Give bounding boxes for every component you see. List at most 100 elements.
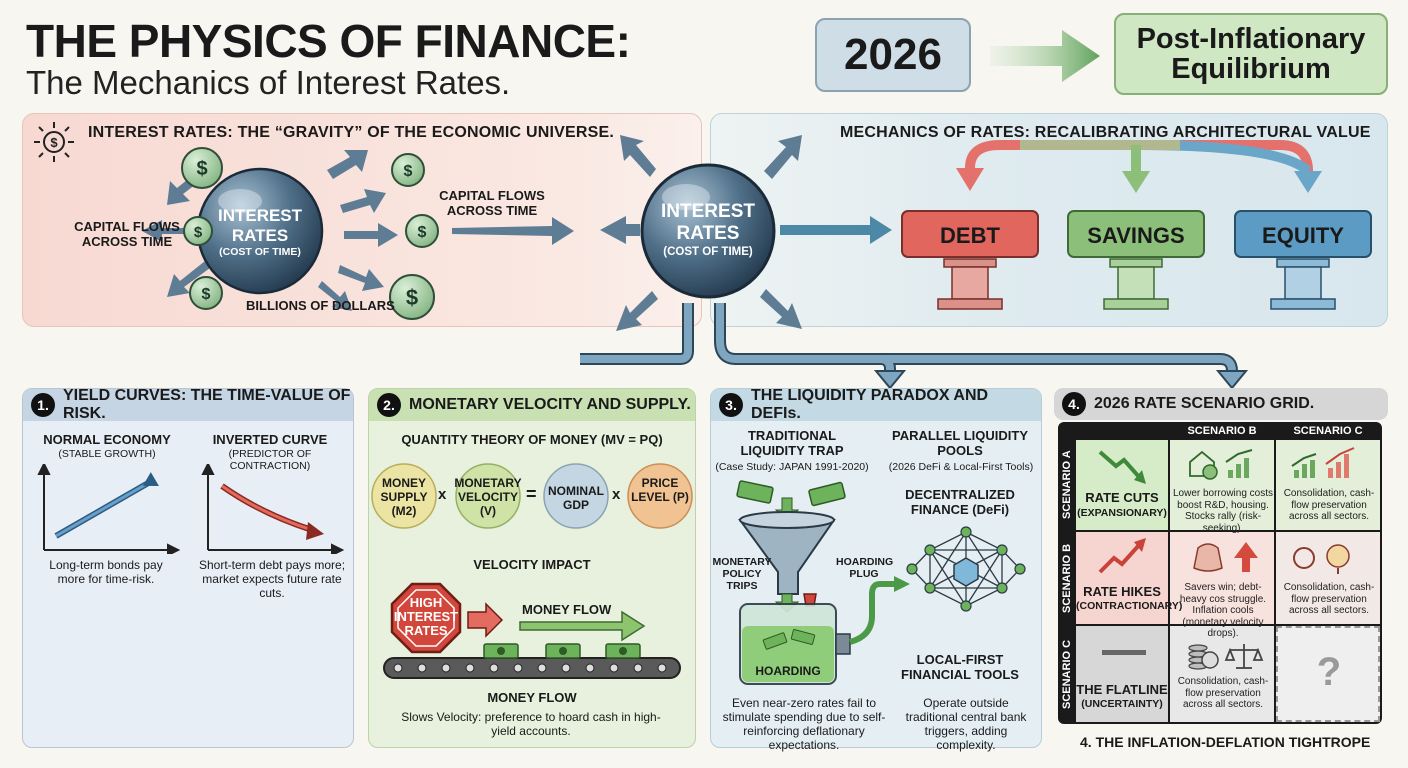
normal-economy-sub: (STABLE GROWTH): [58, 448, 156, 460]
liquidity-paradox-heading: THE LIQUIDITY PARADOX AND DEFIs.: [751, 387, 989, 422]
monetary-velocity-header: 2. MONETARY VELOCITY AND SUPPLY.: [369, 389, 695, 421]
inverted-curve-sub: (PREDICTOR OF CONTRACTION): [228, 448, 312, 472]
cell-rate-hikes: [1076, 532, 1168, 624]
transition-arrow-icon: [990, 30, 1100, 82]
scenario-grid-icons: [1098, 447, 1355, 670]
pools-title: PARALLEL LIQUIDITY POOLS: [891, 428, 1029, 458]
liquidity-paradox-header: 3. THE LIQUIDITY PARADOX AND DEFIs.: [711, 387, 1041, 422]
mechanics-diagram: INTEREST RATES (COST OF TIME) DEBT SAVIN…: [580, 135, 1372, 388]
velocity-conveyor-diagram: [383, 582, 681, 679]
equilibrium-box: Post-Inflationary Equilibrium: [1114, 13, 1388, 95]
op-equals: =: [526, 484, 537, 504]
normal-economy-title: NORMAL ECONOMY: [43, 432, 171, 447]
term-money-supply: MONEY SUPPLY (M2): [380, 476, 428, 518]
grid-caption: 4. THE INFLATION-DEFLATION TIGHTROPE: [1080, 734, 1371, 750]
mechanics-heading: MECHANICS OF RATES: RECALIBRATING ARCHIT…: [840, 124, 1371, 141]
svg-text:$: $: [194, 224, 203, 241]
rate-cuts-sub: (EXPANSIONARY): [1077, 507, 1167, 519]
gravity-bottom-label: BILLIONS OF DOLLARS: [246, 298, 395, 313]
pools-sub: (2026 DeFi & Local-First Tools): [888, 461, 1034, 473]
cell-b-b: [1170, 532, 1274, 624]
liquidity-paradox-section: 3. THE LIQUIDITY PARADOX AND DEFIs.: [710, 387, 1042, 748]
gravity-sphere-title-2: RATES: [232, 226, 288, 245]
flatline-sub: (UNCERTAINTY): [1081, 698, 1163, 710]
hoarding-plug-label: HOARDING PLUG: [836, 556, 894, 580]
gravity-heading: INTEREST RATES: THE “GRAVITY” OF THE ECO…: [88, 124, 614, 141]
rate-hikes-sub: (CONTRACTIONARY): [1076, 600, 1183, 612]
svg-text:$: $: [406, 285, 418, 310]
cell-a-b: [1170, 440, 1274, 530]
money-flow-bottom-label: MONEY FLOW: [487, 690, 577, 705]
term-nominal-gdp: NOMINAL GDP: [548, 484, 604, 512]
yield-curves-header: 1. YIELD CURVES: THE TIME-VALUE OF RISK.: [23, 387, 353, 422]
op-multiply-2: x: [612, 486, 621, 503]
velocity-impact-title: VELOCITY IMPACT: [473, 557, 591, 572]
flatline-title: THE FLATLINE: [1076, 682, 1168, 697]
term-price-level: PRICE LEVEL (P): [631, 476, 689, 504]
question-mark-icon: ?: [1316, 650, 1342, 694]
svg-text:$: $: [196, 158, 207, 180]
monetary-velocity-heading: MONETARY VELOCITY AND SUPPLY.: [409, 396, 691, 413]
gravity-sphere-title-1: INTEREST: [218, 206, 303, 225]
dollar-orbit-icon: $: [34, 122, 74, 162]
equation-title: QUANTITY THEORY OF MONEY (MV = PQ): [401, 432, 663, 447]
scenario-grid-heading: 2026 RATE SCENARIO GRID.: [1094, 395, 1315, 412]
pillar-equity-label: EQUITY: [1262, 223, 1344, 248]
page-subtitle: The Mechanics of Interest Rates.: [26, 64, 511, 101]
local-first-label: LOCAL-FIRST FINANCIAL TOOLS: [901, 652, 1019, 682]
section-number: 4.: [1062, 392, 1086, 416]
rate-cuts-title: RATE CUTS: [1085, 490, 1159, 505]
cell-b-c: [1276, 532, 1380, 624]
monetary-velocity-section: 2. MONETARY VELOCITY AND SUPPLY.: [368, 388, 696, 748]
rate-hikes-c: Consolidation, cash-flow preservation ac…: [1283, 582, 1375, 616]
normal-economy-desc: Long-term bonds pay more for time-risk.: [49, 558, 163, 586]
cell-a-c: [1276, 440, 1380, 530]
rate-hikes-b: Savers win; debt-heavy cos struggle. Inf…: [1179, 582, 1267, 639]
term-monetary-velocity: MONETARY VELOCITY (V): [454, 476, 522, 518]
yield-curves-heading: YIELD CURVES: THE TIME-VALUE OF RISK.: [63, 387, 351, 422]
trap-title: TRADITIONAL LIQUIDITY TRAP: [740, 428, 844, 458]
velocity-desc: Slows Velocity: preference to hoard cash…: [401, 710, 661, 738]
gravity-sphere-sub: (COST OF TIME): [219, 246, 301, 258]
gravity-right-label: CAPITAL FLOWS ACROSS TIME: [439, 188, 545, 218]
flatline-b: Consolidation, cash-flow preservation ac…: [1177, 676, 1269, 710]
equation-diagram: [371, 463, 693, 529]
center-sphere-title-1: INTEREST: [661, 201, 755, 222]
rate-cuts-b: Lower borrowing costs boost R&D, housing…: [1172, 488, 1274, 534]
gravity-left-label: CAPITAL FLOWS ACROSS TIME: [74, 219, 180, 249]
inverted-curve-desc: Short-term debt pays more; market expect…: [198, 558, 346, 600]
gravity-panel: [22, 113, 702, 327]
section-number: 3.: [719, 393, 743, 417]
gravity-diagram: INTEREST RATES (COST OF TIME) $ $ $ $ $ $: [142, 147, 574, 320]
svg-text:$: $: [418, 224, 427, 241]
debt-pillar: [901, 210, 1039, 310]
rate-hikes-title: RATE HIKES: [1083, 584, 1161, 599]
stop-sign-label: HIGH INTEREST RATES: [393, 595, 459, 638]
policy-trips-label: MONETARY POLICY TRIPS: [712, 556, 772, 592]
pools-desc: Operate outside traditional central bank…: [905, 696, 1027, 752]
trap-desc: Even near-zero rates fail to stimulate s…: [722, 696, 886, 752]
rate-cuts-c: Consolidation, cash-flow preservation ac…: [1283, 488, 1375, 522]
section-number: 2.: [377, 393, 401, 417]
savings-pillar: [1067, 210, 1205, 310]
liquidity-trap-diagram: [736, 480, 1026, 685]
svg-text:$: $: [50, 135, 58, 150]
yield-curves-section: 1. YIELD CURVES: THE TIME-VALUE OF RISK.: [22, 387, 354, 748]
dollar-coins: [181, 147, 439, 320]
svg-text:$: $: [404, 163, 413, 180]
pillar-debt-label: DEBT: [940, 223, 1000, 248]
cell-c-c: [1276, 626, 1380, 722]
money-flow-top-label: MONEY FLOW: [522, 602, 612, 617]
hoarding-label: HOARDING: [755, 664, 821, 678]
cell-c-b: [1170, 626, 1274, 722]
equity-pillar: [1234, 210, 1372, 310]
pillar-savings-label: SAVINGS: [1087, 223, 1184, 248]
section-number: 1.: [31, 393, 55, 417]
svg-text:$: $: [202, 286, 211, 303]
trap-sub: (Case Study: JAPAN 1991-2020): [715, 461, 869, 473]
yield-curve-charts: [37, 464, 345, 554]
op-multiply-1: x: [438, 486, 447, 503]
page-title: THE PHYSICS OF FINANCE:: [26, 15, 631, 67]
defi-label: DECENTRALIZED FINANCE (DeFi): [905, 487, 1015, 517]
inverted-curve-title: INVERTED CURVE: [212, 432, 328, 447]
